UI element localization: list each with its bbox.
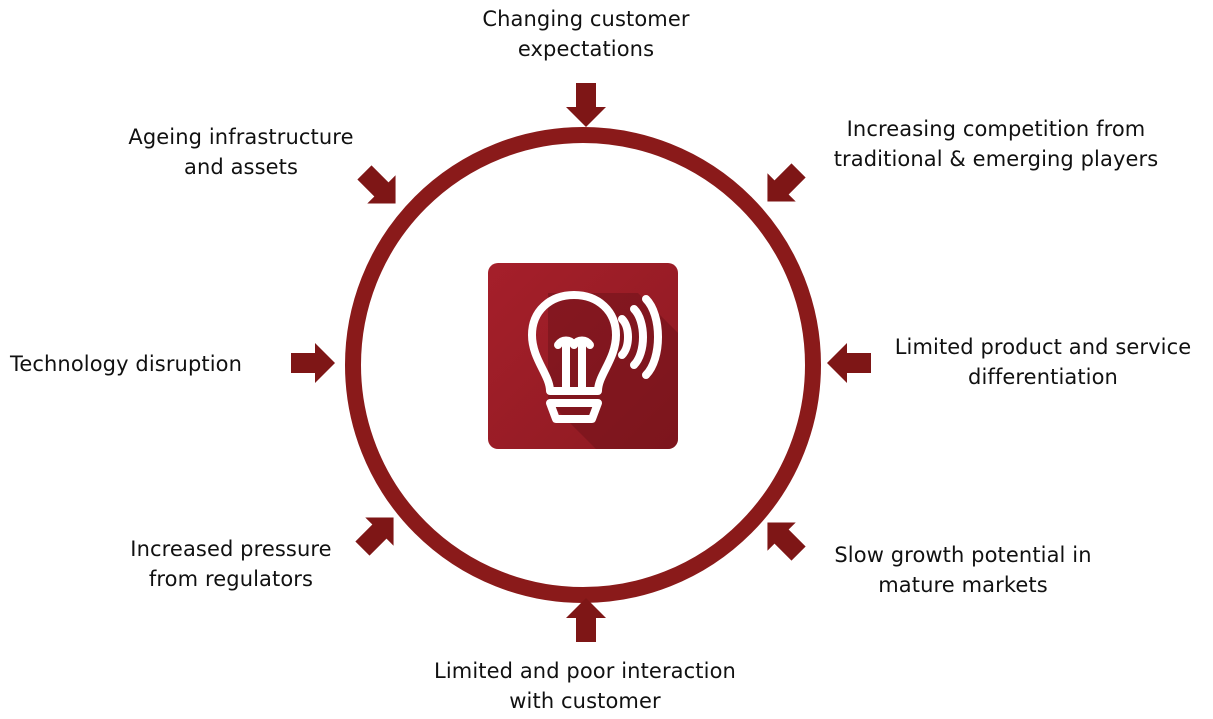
- factor-label-right-line2: differentiation: [968, 365, 1118, 389]
- factor-label-bottom-left-line1: Increased pressure: [130, 537, 332, 561]
- factor-label-right: Limited product and service differentiat…: [878, 332, 1208, 392]
- lightbulb-with-sound-waves-icon: [488, 263, 678, 449]
- factor-label-bottom-right-line1: Slow growth potential in: [834, 543, 1092, 567]
- factor-label-top-left-line1: Ageing infrastructure: [128, 125, 354, 149]
- factor-label-right-line1: Limited product and service: [894, 335, 1192, 359]
- factor-label-top: Changing customer expectations: [426, 4, 746, 64]
- factor-label-top-line2: expectations: [517, 37, 655, 61]
- factor-label-bottom-right-line2: mature markets: [878, 573, 1048, 597]
- factor-label-top-right-line2: traditional & emerging players: [833, 147, 1159, 171]
- factor-label-bottom-left: Increased pressure from regulators: [96, 534, 366, 594]
- arrow-right-icon: [826, 340, 872, 386]
- arrow-top-left-icon: [357, 165, 403, 211]
- factor-label-bottom-right: Slow growth potential in mature markets: [808, 540, 1118, 600]
- factor-label-left: Technology disruption: [10, 349, 280, 379]
- factor-label-top-left: Ageing infrastructure and assets: [96, 122, 386, 182]
- factor-label-bottom-line1: Limited and poor interaction: [434, 659, 736, 683]
- factor-label-left-line1: Technology disruption: [10, 352, 243, 376]
- factor-label-top-line1: Changing customer: [482, 7, 690, 31]
- arrow-bottom-icon: [563, 597, 609, 643]
- factor-label-top-right: Increasing competition from traditional …: [806, 114, 1186, 174]
- arrow-bottom-right-icon: [760, 515, 806, 561]
- factor-label-bottom-line2: with customer: [509, 689, 661, 713]
- arrow-left-icon: [290, 340, 336, 386]
- factor-label-top-right-line1: Increasing competition from: [846, 117, 1146, 141]
- factor-label-bottom-left-line2: from regulators: [148, 567, 314, 591]
- factor-label-top-left-line2: and assets: [183, 155, 299, 179]
- factor-label-bottom: Limited and poor interaction with custom…: [410, 656, 760, 716]
- arrow-top-icon: [563, 82, 609, 128]
- arrow-top-right-icon: [760, 163, 806, 209]
- arrow-bottom-left-icon: [355, 510, 401, 556]
